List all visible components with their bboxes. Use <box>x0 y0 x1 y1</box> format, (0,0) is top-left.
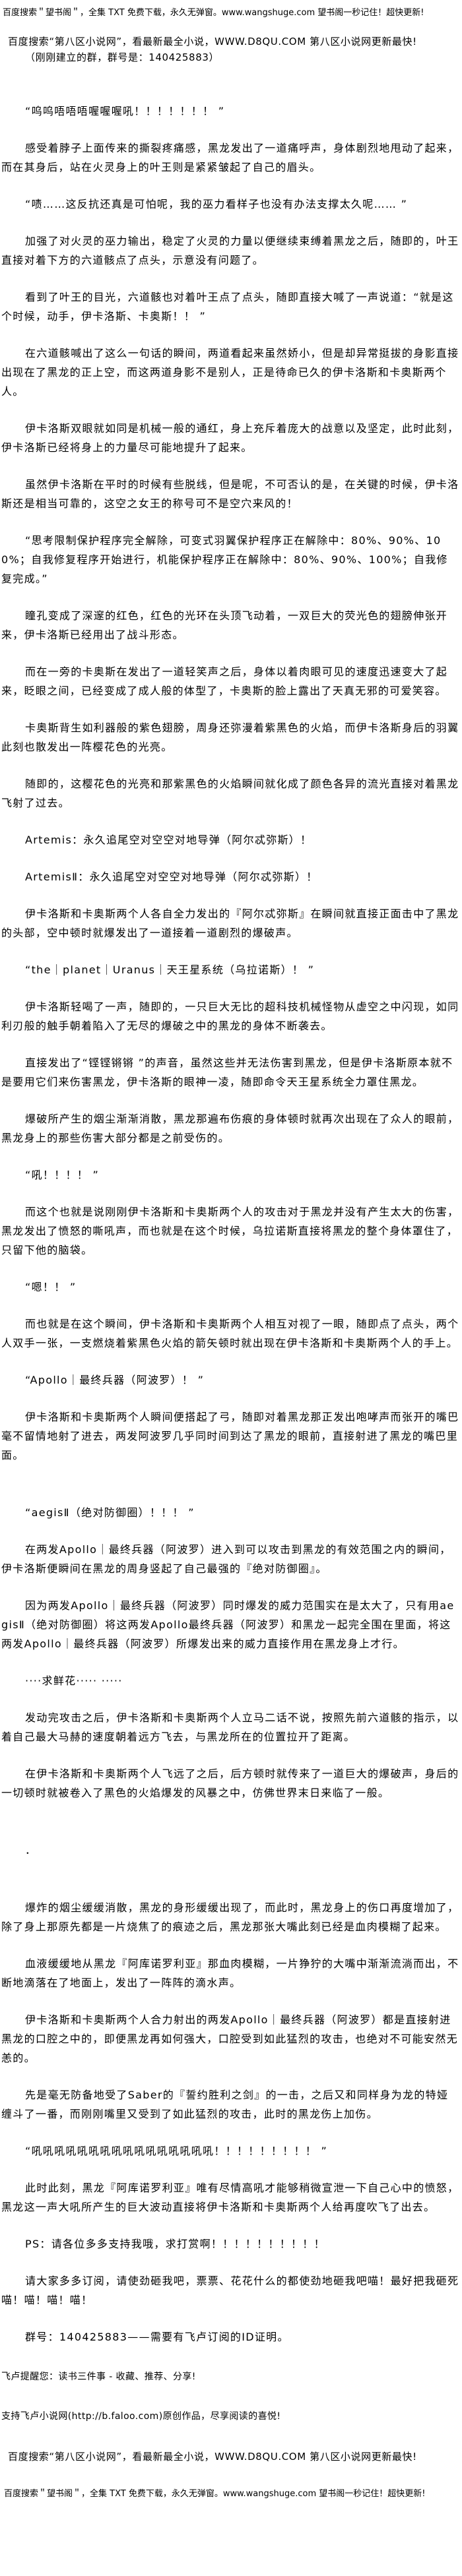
paragraph: 伊卡洛斯和卡奥斯两个人瞬间便搭起了弓，随即对着黑龙那正发出咆哮声而张开的嘴巴毫不… <box>1 1411 459 1461</box>
wangshuge-ad-header: 百度搜索＂望书阁＂，全集 TXT 免费下载，永久无弹窗。www.wangshug… <box>3 8 424 18</box>
paragraph: 瞳孔变成了深邃的红色，红色的光环在头顶飞动着，一双巨大的荧光色的翅膀伸张开来，伊… <box>1 609 448 641</box>
d8qu-ad-header: 百度搜索“第八区小说网”，看最新最全小说，WWW.D8QU.COM 第八区小说网… <box>8 36 417 47</box>
paragraph: 在伊卡洛斯和卡奥斯两个人飞远了之后，后方顿时就传来了一道巨大的爆破声，身后的一切… <box>1 1767 459 1799</box>
chapter-page: 百度搜索＂望书阁＂，全集 TXT 免费下载，永久无弹窗。www.wangshug… <box>1 8 459 2501</box>
paragraph: 伊卡洛斯轻喝了一声，随即的，一只巨大无比的超科技机械怪物从虚空之中闪现，如同利刃… <box>1 1000 459 1032</box>
paragraph: “吼！！！！ ” <box>25 1169 100 1181</box>
author-note: 请大家多多订阅，请使劲砸我吧，票票、花花什么的都使劲地砸我吧喵！最好把我砸死喵！… <box>1 2275 459 2306</box>
paragraph: “aegisⅡ（绝对防御圈）！！！ ” <box>25 1506 195 1519</box>
paragraph: 血液缓缓地从黑龙『阿库诺罗利亚』那血肉模糊，一片狰狞的大嘴中渐渐流淌而出，不断地… <box>1 1957 459 1989</box>
paragraph: “the｜planet｜Uranus｜天王星系统（乌拉诺斯）！ ” <box>25 964 315 976</box>
paragraph: “吼吼吼吼吼吼吼吼吼吼吼吼吼吼吼吼！！！！！！！！！ ” <box>25 2145 328 2157</box>
paragraph: 加强了对火灵的巫力输出，稳定了火灵的力量以便继续束缚着黑龙之后，随即的，叶王直接… <box>1 235 459 266</box>
paragraph: 在六道骸喊出了这么一句话的瞬间，两道看起来虽然娇小，但是却异常挺拔的身影直接出现… <box>1 347 459 398</box>
paragraph: 随即的，这樱花色的光亮和那紫黑色的火焰瞬间就化成了颜色各异的流光直接对着黑龙飞射… <box>1 778 459 809</box>
paragraph: 爆破所产生的烟尘渐渐消散，黑龙那遍布伤痕的身体顿时就再次出现在了众人的眼前，黑龙… <box>1 1113 459 1144</box>
paragraph: 伊卡洛斯和卡奥斯两个人合力射出的两发Apollo｜最终兵器（阿波罗）都是直接射进… <box>1 2013 459 2064</box>
paragraph: 感受着脖子上面传来的撕裂疼痛感，黑龙发出了一道痛呼声，身体剧烈地甩动了起来，而在… <box>1 142 459 173</box>
paragraph: 卡奥斯背生如利器般的紫色翅膀，周身还弥漫着紫黑色的火焰，而伊卡洛斯身后的羽翼此刻… <box>1 721 459 753</box>
paragraph: 而也就是在这个瞬间，伊卡洛斯和卡奥斯两个人相互对视了一眼，随即点了点头，两个人双… <box>1 1318 459 1349</box>
faloo-support-link[interactable]: 支持飞卢小说网(http://b.faloo.com)原创作品，尽享阅读的喜悦! <box>1 2411 281 2422</box>
paragraph: 此时此刻，黑龙『阿库诺罗利亚』唯有尽情高吼才能够稍微宣泄一下自己心中的愤怒，黑龙… <box>1 2182 459 2213</box>
paragraph: 伊卡洛斯双眼就如同是机械一般的通红，身上充斥着庞大的战意以及坚定，此时此刻，伊卡… <box>1 422 459 454</box>
paragraph: ArtemisⅡ：永久追尾空对空空对地导弹（阿尔忒弥斯）！ <box>25 871 318 883</box>
paragraph: 爆炸的烟尘缓缓消散，黑龙的身形缓缓出现了，而此时，黑龙身上的伤口再度增加了，除了… <box>1 1901 459 1933</box>
paragraph: 发动完攻击之后，伊卡洛斯和卡奥斯两个人立马二话不说，按照先前六道骸的指示，以着自… <box>1 1711 459 1743</box>
d8qu-ad-footer: 百度搜索“第八区小说网”，看最新最全小说，WWW.D8QU.COM 第八区小说网… <box>8 2451 417 2463</box>
paragraph: 而在一旁的卡奥斯在发出了一道轻笑声之后，身体以着肉眼可见的速度迅速变大了起来，眨… <box>1 665 448 697</box>
paragraph: 在两发Apollo｜最终兵器（阿波罗）进入到可以攻击到黑龙的有效范围之内的瞬间，… <box>1 1543 451 1575</box>
footer: 飞卢提醒您：读书三件事 - 收藏、推荐、分享! 支持飞卢小说网(http://b… <box>1 2370 459 2501</box>
paragraph: “Apollo｜最终兵器（阿波罗）！ ” <box>25 1374 205 1386</box>
paragraph: “思考限制保护程序完全解除，可变式羽翼保护程序正在解除中：80%、90%、100… <box>1 534 448 585</box>
paragraph: 看到了叶王的目光，六道骸也对着叶王点了点头，随即直接大喊了一声说道：“就是这个时… <box>1 291 454 322</box>
author-note: 群号：140425883——需要有飞卢订阅的ID证明。 <box>25 2331 289 2343</box>
paragraph: 虽然伊卡洛斯在平时的时候有些脱线，但是呢，不可否认的是，在关键的时候，伊卡洛斯还… <box>1 478 459 510</box>
paragraph: 直接发出了“铿铿锵锵 ”的声音，虽然这些并无法伤害到黑龙，但是伊卡洛斯原本就不是… <box>1 1057 453 1088</box>
paragraph: 伊卡洛斯和卡奥斯两个人各自全力发出的『阿尔忒弥斯』在瞬间就直接正面击中了黑龙的头… <box>1 907 459 939</box>
section-divider: ····求鲜花····· ····· <box>25 1674 123 1687</box>
paragraph: “啧……这反抗还真是可怕呢，我的巫力看样子也没有办法支撑太久呢…… ” <box>25 198 408 210</box>
group-number-note: （刚刚建立的群，群号是：140425883） <box>25 51 220 63</box>
paragraph: 而这个也就是说刚刚伊卡洛斯和卡奥斯两个人的攻击对于黑龙并没有产生太大的伤害，黑龙… <box>1 1206 459 1256</box>
chapter-body: “呜呜唔唔唔喔喔喔吼！！！！！！！ ” 感受着脖子上面传来的撕裂疼痛感，黑龙发出… <box>1 102 459 2346</box>
paragraph: “嗯！！ ” <box>25 1281 77 1293</box>
paragraph: ． <box>25 1844 37 1856</box>
faloo-reminder: 飞卢提醒您：读书三件事 - 收藏、推荐、分享! <box>1 2372 196 2382</box>
wangshuge-ad-footer: 百度搜索＂望书阁＂，全集 TXT 免费下载，永久无弹窗。www.wangshug… <box>4 2489 426 2499</box>
paragraph: 因为两发Apollo｜最终兵器（阿波罗）同时爆发的威力范围实在是太大了，只有用a… <box>1 1599 455 1650</box>
paragraph: 先是毫无防备地受了Saber的『誓约胜利之剑』的一击，之后又和同样身为龙的特娅缠… <box>1 2089 449 2120</box>
author-note: PS：请各位多多支持我哦，求打赏啊！！！！！！！！！！ <box>25 2238 325 2250</box>
paragraph: Artemis：永久追尾空对空空对地导弹（阿尔忒弥斯）！ <box>25 834 312 846</box>
paragraph: “呜呜唔唔唔喔喔喔吼！！！！！！！ ” <box>25 105 225 117</box>
